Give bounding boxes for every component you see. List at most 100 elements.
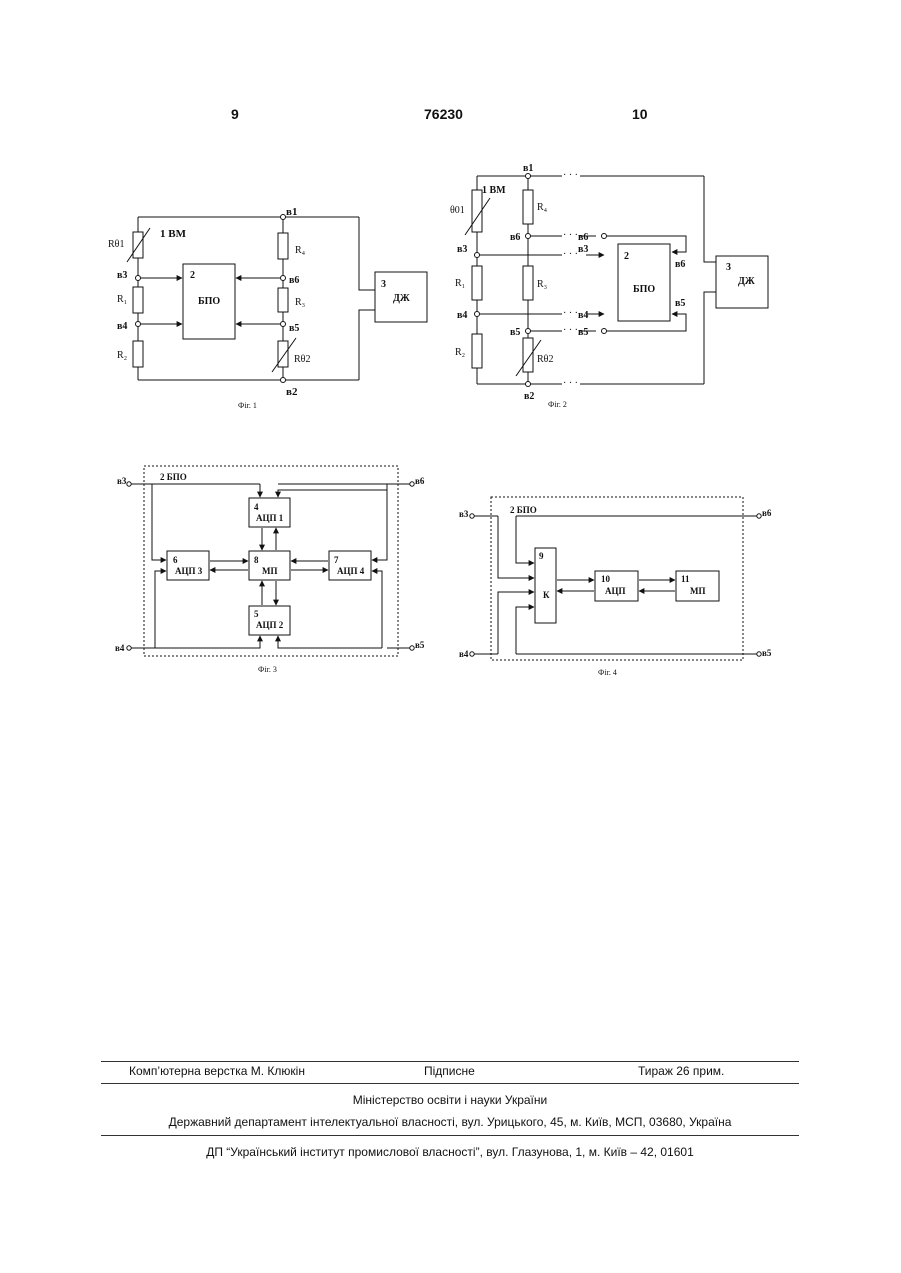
figure-3-labels: 2 БПО в3 в4 в6 в5 4 АЦП 1 5 АЦП 2 6 АЦП … xyxy=(115,472,425,674)
fig2-r2-label: R₂ xyxy=(455,347,465,358)
fig4-b3-label: в3 xyxy=(459,509,469,519)
fig3-b4-label: в4 xyxy=(115,643,125,653)
footer-print-run: Тираж 26 прим. xyxy=(638,1064,724,1078)
footer-rule-middle xyxy=(101,1083,799,1084)
footer-typesetter: Комп’ютерна верстка М. Клюкін xyxy=(129,1064,305,1078)
fig4-adc-number: 10 xyxy=(601,574,611,584)
fig1-bpo-label: БПО xyxy=(198,296,220,307)
fig4-k-number: 9 xyxy=(539,551,544,561)
fig1-vm-label: 1 ВМ xyxy=(160,228,187,240)
fig2-b1-label: в1 xyxy=(523,163,533,174)
fig2-b2-label: в2 xyxy=(524,391,534,402)
fig4-b6-label: в6 xyxy=(762,508,772,518)
fig2-b3-label-mid: в3 xyxy=(578,244,588,255)
fig2-dots-b4: · · · xyxy=(563,308,578,319)
fig2-b5-label-mid: в5 xyxy=(578,327,588,338)
resistor-r2-fig2 xyxy=(472,334,482,368)
footer-subscription: Підписне xyxy=(424,1064,475,1078)
fig2-b4-label-mid: в4 xyxy=(578,310,588,321)
fig4-adc-label: АЦП xyxy=(605,586,626,596)
thermistor-rt1-fig2 xyxy=(472,190,482,232)
fig1-rt2-label: Rθ2 xyxy=(294,354,310,365)
fig1-dzh-label: ДЖ xyxy=(393,293,410,304)
fig3-b3-label: в3 xyxy=(117,476,127,486)
resistor-r3 xyxy=(278,288,288,312)
footer-rule-top xyxy=(101,1061,799,1062)
fig2-dots-b5: · · · xyxy=(563,325,578,336)
fig3-adc3-label: АЦП 3 xyxy=(175,566,203,576)
fig1-caption: Фіг. 1 xyxy=(238,401,257,410)
fig2-b6-label: в6 xyxy=(510,232,520,243)
fig2-bpo-label: БПО xyxy=(633,284,655,295)
fig4-b5-label: в5 xyxy=(762,648,772,658)
fig4-mp-label: МП xyxy=(690,586,706,596)
thermistor-rt2-fig2 xyxy=(523,338,533,372)
fig3-b6-label: в6 xyxy=(415,476,425,486)
fig2-dots-b3: · · · xyxy=(563,249,578,260)
fig1-r4-label: R₄ xyxy=(295,245,306,256)
fig2-b5-label-right: в5 xyxy=(675,298,685,309)
resistor-r3-fig2 xyxy=(523,266,533,300)
resistor-r2 xyxy=(133,341,143,367)
figure-2-labels: 1 ВМ θ01 R₁ R₂ R₄ R₃ Rθ2 в1 в2 в3 в4 в6 … xyxy=(450,163,755,409)
fig3-adc4-label: АЦП 4 xyxy=(337,566,365,576)
thermistor-rt2 xyxy=(278,341,288,367)
figure-4 xyxy=(470,497,761,660)
fig1-r1-label: R₁ xyxy=(117,294,127,305)
fig3-mp-number: 8 xyxy=(254,555,259,565)
resistor-r4 xyxy=(278,233,288,259)
fig3-title: 2 БПО xyxy=(160,472,187,482)
fig1-bpo-number: 2 xyxy=(190,270,195,281)
fig1-b4-label: в4 xyxy=(117,321,127,332)
fig2-dzh-label: ДЖ xyxy=(738,276,755,287)
fig3-caption: Фіг. 3 xyxy=(258,665,277,674)
footer-row: Комп’ютерна верстка М. Клюкін Підписне Т… xyxy=(101,1064,799,1080)
fig1-rt1-label: Rθ1 xyxy=(108,239,124,250)
fig2-dots-b6: · · · xyxy=(563,230,578,241)
fig2-b6-label-mid: в6 xyxy=(578,232,588,243)
fig1-dzh-number: 3 xyxy=(381,279,386,290)
fig2-b4-label: в4 xyxy=(457,310,467,321)
fig1-b5-label: в5 xyxy=(289,323,299,334)
fig1-r3-label: R₃ xyxy=(295,297,305,308)
fig3-adc1-label: АЦП 1 xyxy=(256,513,284,523)
fig1-r2-label: R₂ xyxy=(117,350,127,361)
resistor-r4-fig2 xyxy=(523,190,533,224)
footer-rule-bottom xyxy=(101,1135,799,1136)
fig4-mp-number: 11 xyxy=(681,574,690,584)
resistor-r1 xyxy=(133,287,143,313)
fig3-mp-label: МП xyxy=(262,566,278,576)
footer-department: Державний департамент інтелектуальної вл… xyxy=(101,1115,799,1129)
fig4-b4-label: в4 xyxy=(459,649,469,659)
fig2-rt1-label: θ01 xyxy=(450,205,465,216)
fig2-vm-label: 1 ВМ xyxy=(482,185,506,196)
resistor-r1-fig2 xyxy=(472,266,482,300)
fig1-b1-label: в1 xyxy=(286,206,297,218)
fig2-rt2-label: Rθ2 xyxy=(537,354,553,365)
fig4-caption: Фіг. 4 xyxy=(598,668,617,677)
fig2-bpo-number: 2 xyxy=(624,251,629,262)
fig2-caption: Фіг. 2 xyxy=(548,400,567,409)
figure-2 xyxy=(465,174,768,387)
footer-ministry: Міністерство освіти і науки України xyxy=(101,1093,799,1107)
fig2-dots-bottom: · · · xyxy=(563,378,578,389)
fig3-adc3-number: 6 xyxy=(173,555,178,565)
fig2-b3-label: в3 xyxy=(457,244,467,255)
fig3-adc2-number: 5 xyxy=(254,609,259,619)
fig3-adc2-label: АЦП 2 xyxy=(256,620,284,630)
fig2-dots-top: · · · xyxy=(563,170,578,181)
fig2-dzh-number: 3 xyxy=(726,262,731,273)
fig2-b5-label: в5 xyxy=(510,327,520,338)
fig1-b6-label: в6 xyxy=(289,275,299,286)
fig4-title: 2 БПО xyxy=(510,505,537,515)
figure-1-labels: 1 ВМ Rθ1 R₁ R₂ R₄ R₃ Rθ2 в1 в2 в3 в4 в6 … xyxy=(108,206,410,410)
fig2-b6-label-right: в6 xyxy=(675,259,685,270)
figure-4-labels: 2 БПО в3 в4 в6 в5 9 К 10 АЦП 11 МП Фіг. … xyxy=(459,505,772,677)
fig3-b5-label: в5 xyxy=(415,640,425,650)
fig1-b3-label: в3 xyxy=(117,270,127,281)
fig3-adc4-number: 7 xyxy=(334,555,339,565)
footer-institute: ДП “Український інститут промислової вла… xyxy=(101,1145,799,1159)
fig3-adc1-number: 4 xyxy=(254,502,259,512)
fig2-r4-label: R₄ xyxy=(537,202,548,213)
fig2-r3-label: R₃ xyxy=(537,279,547,290)
